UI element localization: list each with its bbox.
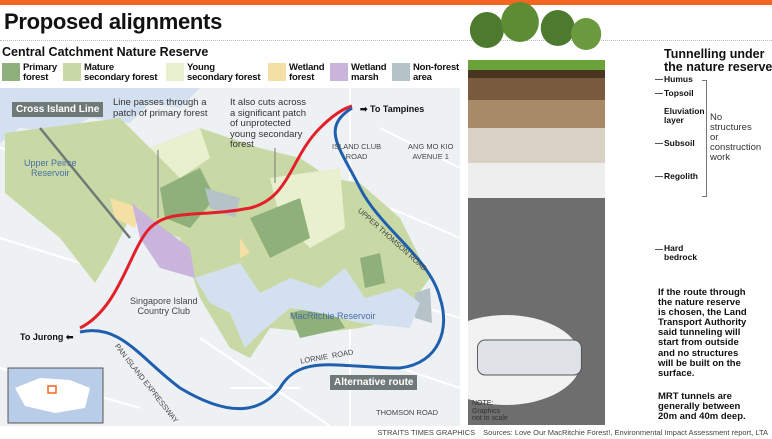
callout-young-forest: It also cuts across a significant patch … — [230, 97, 307, 150]
wetland-forest — [110, 198, 250, 258]
map-subtitle: Central Catchment Nature Reserve — [2, 45, 209, 59]
upper-peirce-label: Upper Peirce Reservoir — [24, 158, 77, 178]
legend-label: Non-forest area — [413, 62, 460, 83]
top-accent-bar — [0, 0, 772, 5]
reserve-primary-forest — [160, 168, 385, 338]
singapore-inset-map — [7, 367, 104, 424]
tunnel-paragraph-1: If the route through the nature reserve … — [658, 287, 747, 379]
mrt-train-icon — [476, 339, 582, 376]
map — [0, 88, 460, 426]
cli-leader — [39, 127, 131, 239]
legend-item: Primary forest — [2, 63, 57, 82]
arrow-left-icon: ⬅ — [63, 332, 74, 342]
page-title: Proposed alignments — [4, 9, 223, 34]
thomson-road-label: THOMSON ROAD — [376, 408, 439, 417]
ang-mo-kio-label: ANG MO KIO AVENUE 1 — [408, 142, 454, 161]
legend-item: Young secondary forest — [166, 62, 261, 83]
scale-note: NOTE: Graphics not to scale — [472, 400, 508, 422]
subsoil-layer — [468, 128, 605, 163]
legend-swatch — [330, 63, 348, 81]
footer: STRAITS TIMES GRAPHICS Sources: Love Our … — [0, 428, 772, 437]
callout-primary-forest: Line passes through a patch of primary f… — [113, 97, 208, 119]
macritchie-label: MacRitchie Reservoir — [290, 311, 376, 321]
divider — [0, 40, 772, 41]
legend-label: Young secondary forest — [187, 62, 261, 83]
to-tampines: ➡ To Tampines — [360, 104, 424, 115]
eluviation-layer — [468, 100, 605, 128]
cross-island-line — [79, 104, 353, 330]
regolith-layer — [468, 163, 605, 198]
legend-label: Wetland marsh — [351, 62, 387, 83]
legend-swatch — [268, 63, 286, 81]
layer-regolith: Regolith — [664, 171, 698, 181]
alternative-route-label: Alternative route — [330, 375, 418, 390]
humus-layer — [468, 70, 605, 78]
layer-topsoil: Topsoil — [664, 88, 694, 98]
layer-subsoil: Subsoil — [664, 138, 695, 148]
legend-swatch — [166, 63, 184, 81]
island-club-road-label: ISLAND CLUB ROAD — [332, 142, 382, 161]
sources: Sources: Love Our MacRitchie Forest!, En… — [483, 428, 768, 437]
legend-item: Non-forest area — [392, 63, 459, 82]
bracket — [702, 80, 707, 197]
wetland-marsh — [132, 203, 195, 278]
arrow-right-icon: ➡ — [360, 104, 371, 114]
legend-label: Primary forest — [23, 62, 57, 83]
sicc-label: Singapore Island Country Club — [130, 296, 198, 316]
credit: STRAITS TIMES GRAPHICS — [377, 428, 476, 437]
legend: Primary forest Mature secondary forest You… — [0, 63, 466, 85]
trees-icon — [468, 2, 605, 70]
to-tampines-label: To Tampines — [370, 104, 425, 114]
soil-cross-section — [468, 2, 605, 425]
legend-label: Mature secondary forest — [84, 62, 158, 83]
alternative-route — [79, 106, 446, 411]
legend-label: Wetland forest — [289, 62, 325, 83]
topsoil-layer — [468, 78, 605, 100]
legend-swatch — [392, 63, 410, 81]
non-forest-area — [205, 188, 432, 323]
tunnel-paragraph-2: MRT tunnels are generally between 20m an… — [658, 391, 746, 423]
legend-swatch — [63, 63, 81, 81]
legend-item: Mature secondary forest — [63, 62, 158, 83]
legend-item: Wetland marsh — [330, 62, 387, 83]
macritchie-reservoir — [195, 263, 420, 348]
legend-swatch — [2, 63, 20, 81]
no-structures-note: No structures or construction work — [710, 112, 762, 163]
cross-island-line-label: Cross Island Line — [12, 102, 104, 117]
layer-hard-bedrock: Hard bedrock — [664, 243, 698, 262]
to-jurong-label: To Jurong — [20, 332, 64, 342]
tunnel-title: Tunnelling under the nature reserve — [664, 47, 772, 74]
legend-item: Wetland forest — [268, 62, 325, 83]
layer-eluviation: Eluviation layer — [664, 106, 705, 125]
to-jurong: To Jurong ⬅ — [20, 332, 73, 343]
layer-humus: Humus — [664, 74, 693, 84]
